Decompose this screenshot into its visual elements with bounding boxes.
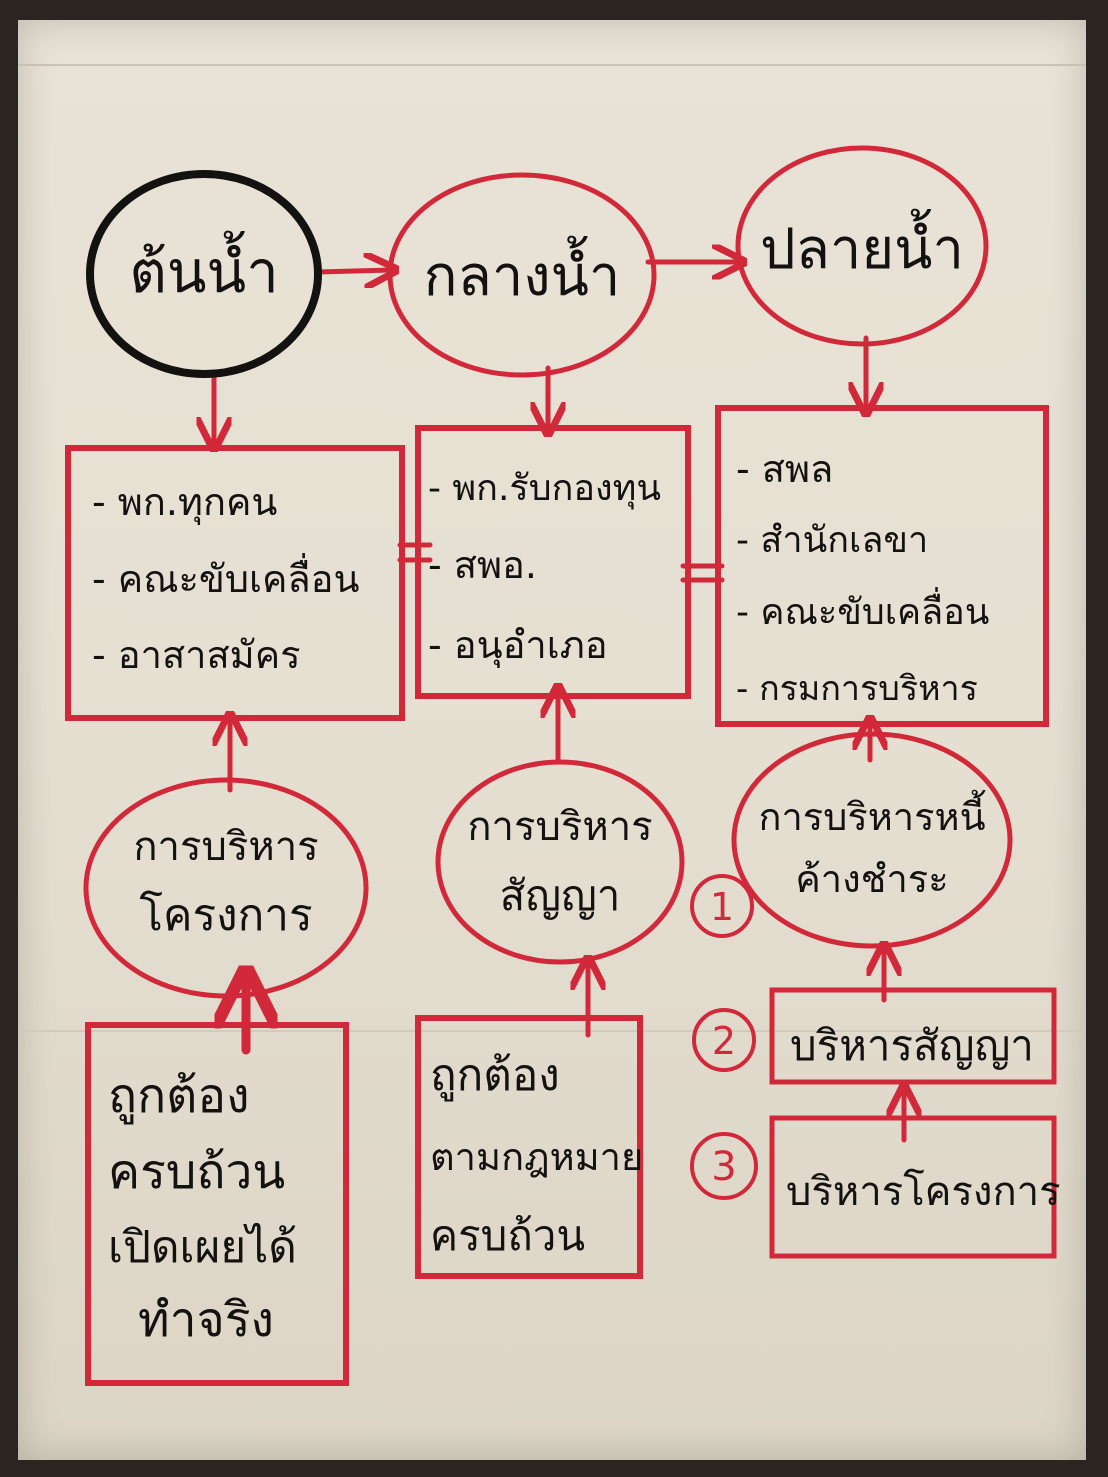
process-node-line: การบริหาร — [467, 804, 652, 850]
agency-item: - พก.รับกองทุน — [428, 468, 661, 510]
agency-item: - อาสาสมัคร — [92, 633, 301, 677]
agency-box-midstream: - พก.รับกองทุน - สพอ. - อนุอำเภอ — [415, 425, 691, 699]
criteria-line: ตามกฎหมาย — [430, 1135, 643, 1179]
agency-item: - อนุอำเภอ — [428, 623, 608, 668]
process-node-project-mgmt: การบริหาร โครงการ — [83, 777, 369, 999]
process-node-line: โครงการ — [139, 890, 312, 941]
process-node-debt-mgmt: การบริหารหนี้ ค้างชำระ — [731, 731, 1013, 949]
numbered-list: 1 2 3 บริหารสัญญา บริหารโครงการ — [690, 874, 1061, 1259]
paper-fold-line — [18, 1030, 1086, 1032]
numbered-row-contract: บริหารสัญญา — [769, 987, 1057, 1085]
agency-item: - กรมการบริหาร — [736, 669, 978, 709]
agency-item: - สพอ. — [428, 543, 537, 587]
agency-item: - คณะขับเคลื่อน — [736, 587, 989, 633]
number-badge-1: 1 — [690, 874, 754, 938]
criteria-line: ถูกต้อง — [108, 1068, 250, 1125]
agency-box-upstream: - พก.ทุกคน - คณะขับเคลื่อน - อาสาสมัคร — [65, 445, 405, 721]
criteria-line: ครบถ้วน — [108, 1144, 285, 1200]
process-node-line: ค้างชำระ — [795, 857, 948, 901]
agency-item: - คณะขับเคลื่อน — [92, 553, 359, 601]
number-badge-3: 3 — [690, 1132, 758, 1200]
criteria-box-contract: ถูกต้อง ตามกฎหมาย ครบถ้วน — [415, 1015, 643, 1279]
criteria-line: ถูกต้อง — [430, 1050, 560, 1102]
top-node-label: ปลายน้ำ — [760, 209, 964, 282]
number-badge-text: 3 — [711, 1144, 736, 1190]
top-node-downstream: ปลายน้ำ — [735, 145, 989, 347]
paper-binding-edge — [18, 64, 1086, 66]
top-node-label: กลางน้ำ — [424, 236, 621, 309]
top-node-midstream: กลางน้ำ — [387, 172, 657, 378]
agency-box-downstream: - สพล - สำนักเลขา - คณะขับเคลื่อน - กรมก… — [715, 405, 1049, 727]
criteria-line: ครบถ้วน — [430, 1211, 585, 1260]
numbered-row-project: บริหารโครงการ — [769, 1115, 1061, 1259]
numbered-row-label: บริหารสัญญา — [790, 1021, 1034, 1070]
agency-item: - สพล — [736, 447, 833, 491]
numbered-row-label: บริหารโครงการ — [786, 1169, 1061, 1215]
criteria-box-project: ถูกต้อง ครบถ้วน เปิดเผยได้ ทำจริง — [85, 1022, 349, 1386]
number-badge-text: 1 — [710, 885, 734, 929]
process-node-line: สัญญา — [500, 871, 621, 920]
top-node-label: ต้นน้ำ — [129, 231, 279, 306]
process-node-line: การบริหารหนี้ — [758, 789, 986, 839]
process-node-line: การบริหาร — [133, 824, 318, 870]
arrow-upstream-to-midstream — [315, 270, 392, 272]
top-node-upstream: ต้นน้ำ — [86, 170, 322, 378]
process-node-contract-mgmt: การบริหาร สัญญา — [435, 759, 685, 965]
number-badge-text: 2 — [712, 1019, 736, 1063]
agency-item: - พก.ทุกคน — [92, 480, 277, 525]
agency-item: - สำนักเลขา — [736, 520, 928, 561]
criteria-line: เปิดเผยได้ — [108, 1222, 297, 1273]
criteria-line: ทำจริง — [138, 1292, 274, 1348]
number-badge-2: 2 — [692, 1008, 756, 1072]
